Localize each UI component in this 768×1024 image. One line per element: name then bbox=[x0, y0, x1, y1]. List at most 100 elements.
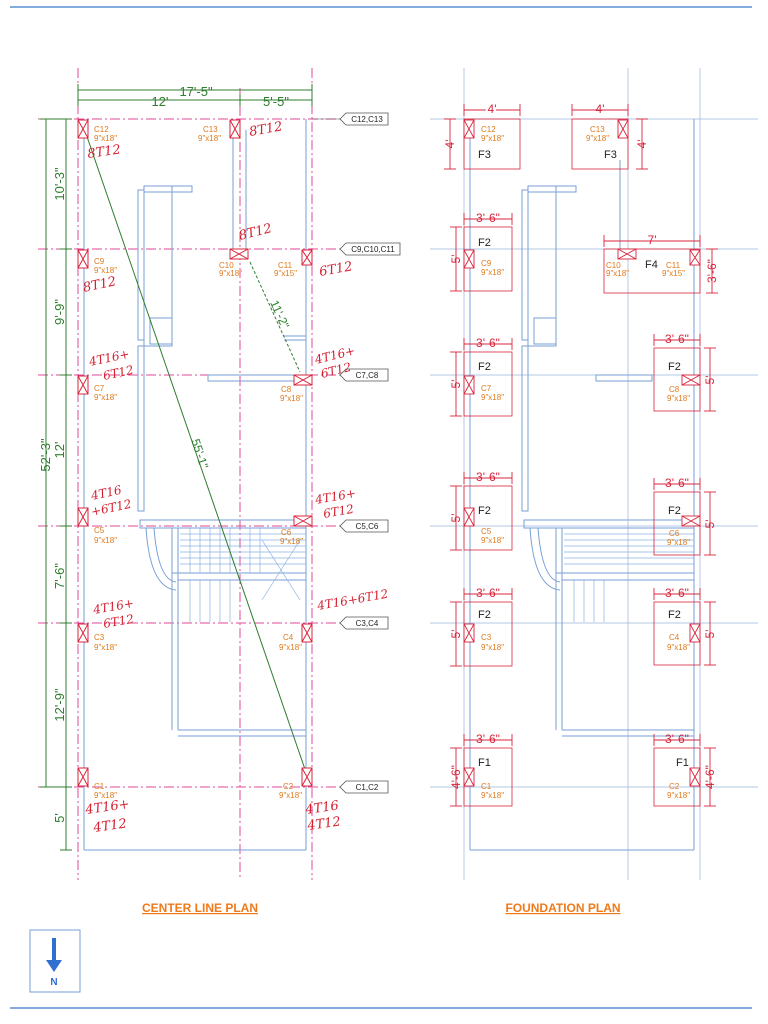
svg-text:5': 5' bbox=[449, 514, 463, 523]
dim-seg-1: 10'-3" bbox=[52, 167, 67, 201]
svg-text:3'-6": 3'-6" bbox=[705, 259, 719, 283]
svg-text:C12: C12 bbox=[94, 125, 109, 134]
svg-text:C9,C10,C11: C9,C10,C11 bbox=[351, 245, 395, 254]
note-c3-b: 6T12 bbox=[102, 612, 135, 631]
svg-text:C12: C12 bbox=[481, 125, 496, 134]
svg-text:9"x18": 9"x18" bbox=[279, 643, 302, 652]
svg-text:C3,C4: C3,C4 bbox=[356, 619, 379, 628]
svg-text:4'-6": 4'-6" bbox=[703, 765, 717, 789]
column-c5: C59"x18" bbox=[77, 507, 117, 545]
foundation-plan: F3 C12 9"x18" F3 C13 9"x18" F2 C9 9"x18"… bbox=[430, 68, 758, 915]
svg-text:9"x18": 9"x18" bbox=[606, 269, 629, 278]
svg-text:3'-6": 3'-6" bbox=[665, 476, 689, 490]
column-c8: C89"x18" bbox=[280, 374, 313, 403]
svg-text:9"x15": 9"x15" bbox=[662, 269, 685, 278]
rebar-notes: 8T12 8T12 8T12 6T12 8T12 4T16+ 6T12 4T16… bbox=[82, 119, 390, 836]
center-line-plan: 17'-5" 12' 5'-5" 52'-3" 10'-3" 9'-9" 12'… bbox=[38, 68, 401, 915]
note-c12: 8T12 bbox=[86, 142, 121, 162]
svg-text:9"x18": 9"x18" bbox=[94, 536, 117, 545]
svg-text:7': 7' bbox=[648, 233, 657, 247]
svg-text:9"x18": 9"x18" bbox=[667, 538, 690, 547]
svg-text:9"x18": 9"x18" bbox=[586, 134, 609, 143]
column-c1: C19"x18" bbox=[77, 767, 117, 800]
svg-text:C10: C10 bbox=[606, 261, 621, 270]
note-c4: 4T16+6T12 bbox=[315, 587, 389, 613]
svg-text:F1: F1 bbox=[478, 757, 491, 769]
svg-text:9"x18": 9"x18" bbox=[94, 266, 117, 275]
svg-text:C3: C3 bbox=[94, 633, 105, 642]
note-c2-a: 4T16 bbox=[303, 798, 339, 818]
dim-seg-5: 12'-9" bbox=[52, 688, 67, 722]
svg-text:C5: C5 bbox=[94, 526, 105, 535]
column-c6: C69"x18" bbox=[280, 515, 313, 546]
svg-text:9"x18": 9"x18" bbox=[94, 393, 117, 402]
row-tag-c9-c11: C9,C10,C11 bbox=[339, 242, 401, 256]
svg-text:C1: C1 bbox=[481, 782, 492, 791]
dim-seg-4: 7'-6" bbox=[52, 563, 67, 589]
svg-text:4'-6": 4'-6" bbox=[449, 765, 463, 789]
svg-text:F2: F2 bbox=[478, 609, 491, 621]
svg-text:C1: C1 bbox=[94, 782, 105, 791]
svg-text:C9: C9 bbox=[94, 257, 105, 266]
svg-text:C10: C10 bbox=[219, 261, 234, 270]
svg-text:5': 5' bbox=[703, 520, 717, 529]
svg-text:C11: C11 bbox=[666, 261, 681, 270]
svg-text:C6: C6 bbox=[669, 529, 680, 538]
column-c2: C29"x18" bbox=[279, 767, 313, 800]
diag-long-label: 55'-1" bbox=[188, 437, 211, 470]
svg-text:C6: C6 bbox=[281, 528, 292, 537]
svg-text:3'-6": 3'-6" bbox=[476, 586, 500, 600]
footing-labels: F3 C12 9"x18" F3 C13 9"x18" F2 C9 9"x18"… bbox=[478, 125, 690, 800]
svg-text:9"x18": 9"x18" bbox=[481, 268, 504, 277]
column-c9: C99"x18" bbox=[77, 249, 117, 275]
column-c4: C49"x18" bbox=[279, 623, 313, 652]
svg-text:4': 4' bbox=[635, 140, 649, 149]
row-tag-c1-c2: C1,C2 bbox=[339, 780, 389, 794]
svg-text:9"x18": 9"x18" bbox=[481, 536, 504, 545]
note-c2-b: 4T12 bbox=[305, 814, 341, 834]
svg-text:F3: F3 bbox=[604, 149, 617, 161]
svg-text:9"x18": 9"x18" bbox=[481, 134, 504, 143]
svg-text:5': 5' bbox=[703, 630, 717, 639]
svg-text:9"x18": 9"x18" bbox=[94, 134, 117, 143]
row-tag-c12-c13: C12,C13 bbox=[312, 112, 389, 126]
note-c5-a: 4T16 bbox=[89, 483, 123, 503]
svg-text:C4: C4 bbox=[669, 633, 680, 642]
foundation-plan-title: FOUNDATION PLAN bbox=[505, 901, 620, 915]
note-c6-b: 6T12 bbox=[322, 502, 355, 521]
svg-text:C12,C13: C12,C13 bbox=[351, 115, 383, 124]
dim-seg-2: 9'-9" bbox=[52, 299, 67, 325]
svg-text:F2: F2 bbox=[478, 505, 491, 517]
diag-short-label: 11'-2" bbox=[267, 298, 292, 331]
svg-text:C11: C11 bbox=[278, 261, 293, 270]
note-c13: 8T12 bbox=[248, 119, 284, 140]
svg-text:C1,C2: C1,C2 bbox=[356, 783, 379, 792]
svg-text:3'-6": 3'-6" bbox=[665, 332, 689, 346]
svg-text:9"x18": 9"x18" bbox=[94, 643, 117, 652]
svg-text:9"x18": 9"x18" bbox=[481, 791, 504, 800]
svg-text:9"x18": 9"x18" bbox=[667, 643, 690, 652]
note-c11: 6T12 bbox=[318, 259, 354, 280]
svg-text:C7: C7 bbox=[94, 384, 105, 393]
svg-text:C13: C13 bbox=[203, 125, 218, 134]
center-line-plan-title: CENTER LINE PLAN bbox=[142, 901, 258, 915]
svg-text:F1: F1 bbox=[676, 757, 689, 769]
svg-text:5': 5' bbox=[703, 376, 717, 385]
svg-text:C7: C7 bbox=[481, 384, 492, 393]
svg-text:C2: C2 bbox=[669, 782, 680, 791]
svg-text:4': 4' bbox=[488, 102, 497, 116]
svg-text:N: N bbox=[50, 977, 57, 988]
dim-total-height: 52'-3" bbox=[38, 438, 53, 472]
svg-text:9"x18": 9"x18" bbox=[279, 791, 302, 800]
svg-text:C7,C8: C7,C8 bbox=[356, 371, 379, 380]
svg-text:F3: F3 bbox=[478, 149, 491, 161]
north-arrow: N bbox=[29, 929, 81, 993]
row-tag-c7-c8: C7,C8 bbox=[339, 368, 389, 382]
svg-text:C2: C2 bbox=[283, 782, 294, 791]
svg-text:5': 5' bbox=[449, 380, 463, 389]
svg-text:F4: F4 bbox=[645, 259, 658, 271]
dim-right-bay: 5'-5" bbox=[263, 94, 289, 109]
